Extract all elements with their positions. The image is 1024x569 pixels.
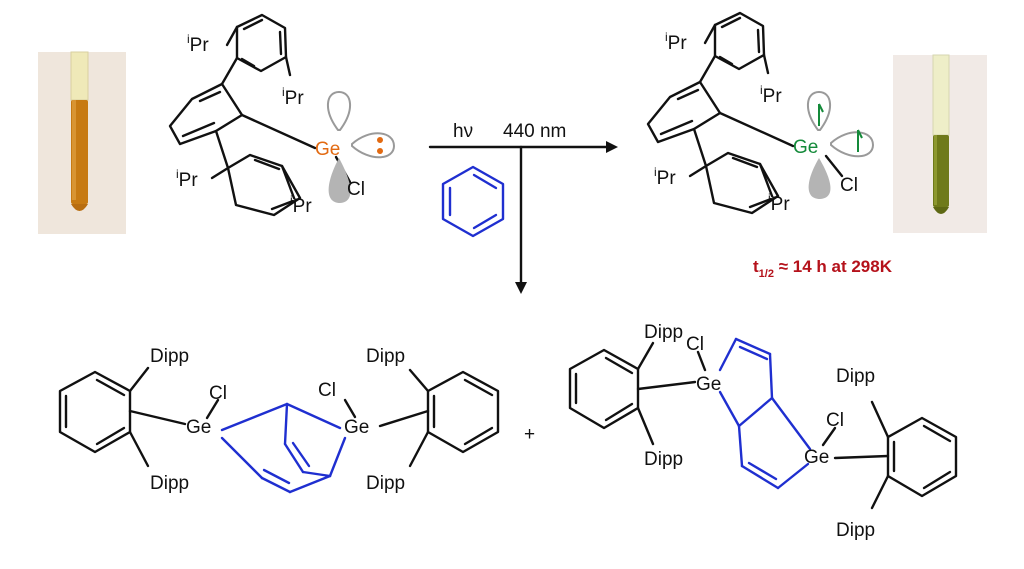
- product-radical-molecule: [646, 11, 875, 215]
- ipr-prefix: i: [187, 32, 190, 46]
- green-solution-photo: [893, 54, 987, 233]
- ipr-label: Pr: [190, 35, 210, 56]
- svg-text:iPr: iPr: [187, 32, 209, 56]
- dipp-label: Dipp: [150, 346, 189, 367]
- ipr-label: Pr: [668, 33, 688, 54]
- ge-label: Ge: [696, 374, 721, 395]
- dipp-label: Dipp: [366, 473, 405, 494]
- ipr-label: Pr: [657, 168, 677, 189]
- svg-text:iPr: iPr: [282, 85, 304, 109]
- reactant-ge-label: Ge: [315, 139, 340, 160]
- dipp-label: Dipp: [644, 449, 683, 470]
- ipr-label: Pr: [293, 196, 313, 217]
- reaction-arrows: [428, 141, 618, 294]
- svg-text:iPr: iPr: [760, 83, 782, 107]
- svg-text:iPr: iPr: [654, 165, 676, 189]
- svg-text:iPr: iPr: [176, 167, 198, 191]
- dipp-label: Dipp: [836, 520, 875, 541]
- bicyclic-product-molecule: [58, 366, 500, 494]
- reactant-molecule: [168, 13, 396, 217]
- benzene-molecule: [441, 165, 505, 238]
- cl-label: Cl: [826, 410, 844, 431]
- wavelength-label: 440 nm: [503, 121, 566, 142]
- svg-text:iPr: iPr: [768, 191, 790, 215]
- cl-label: Cl: [209, 383, 227, 404]
- cl-label: Cl: [318, 380, 336, 401]
- product-ge-label: Ge: [793, 137, 818, 158]
- dipp-label: Dipp: [366, 346, 405, 367]
- plus-sign: +: [524, 424, 535, 445]
- light-symbol: hν: [453, 121, 473, 142]
- product-cl-label: Cl: [840, 175, 858, 196]
- dipp-label: Dipp: [644, 322, 683, 343]
- ipr-label: Pr: [763, 86, 783, 107]
- svg-text:iPr: iPr: [290, 193, 312, 217]
- ipr-label: Pr: [179, 170, 199, 191]
- ipr-label: Pr: [771, 194, 791, 215]
- reactant-cl-label: Cl: [347, 179, 365, 200]
- fused-product-molecule: [568, 337, 958, 510]
- cl-label: Cl: [686, 334, 704, 355]
- half-life-note: t1/2 ≈ 14 h at 298K: [753, 257, 893, 280]
- orange-solution-photo: [38, 51, 126, 234]
- ge-label: Ge: [186, 417, 211, 438]
- ipr-label: Pr: [285, 88, 305, 109]
- ge-label: Ge: [344, 417, 369, 438]
- dipp-label: Dipp: [836, 366, 875, 387]
- ge-label: Ge: [804, 447, 829, 468]
- svg-text:iPr: iPr: [665, 30, 687, 54]
- dipp-label: Dipp: [150, 473, 189, 494]
